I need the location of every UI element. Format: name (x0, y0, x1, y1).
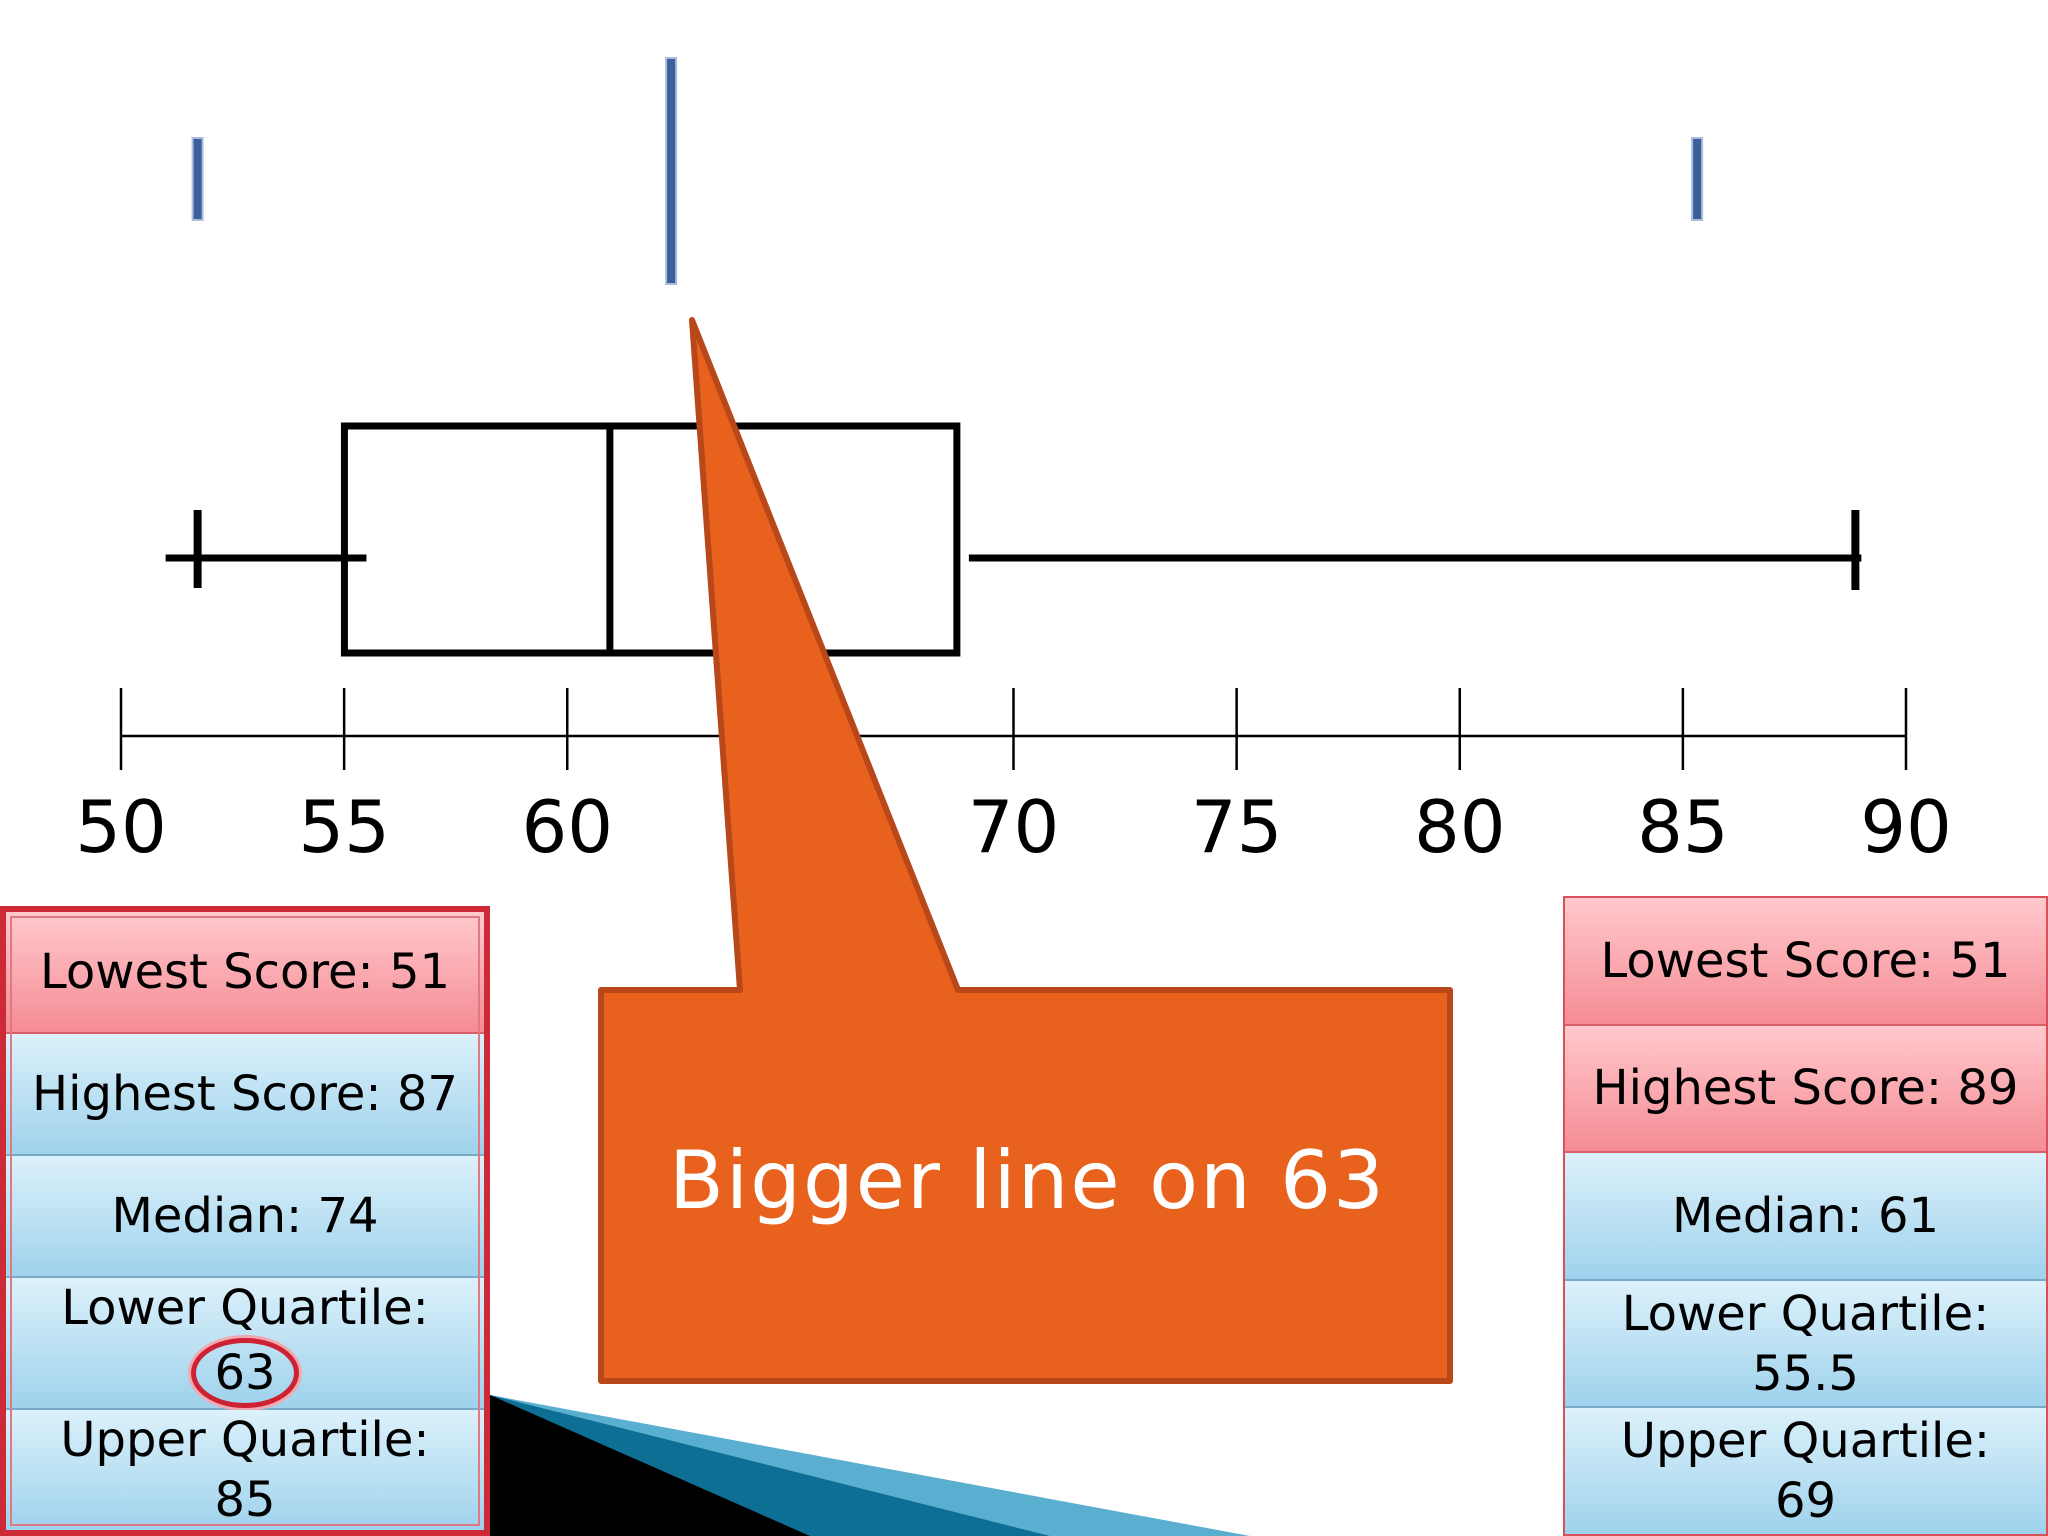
axis-tick-label: 50 (75, 785, 167, 869)
axis-tick-label: 75 (1191, 785, 1283, 869)
marker-line (191, 137, 204, 221)
left-lower-quartile: Lower Quartile: 63 (6, 1278, 484, 1410)
slide-decoration (490, 1395, 1250, 1536)
quartile-box (340, 422, 961, 657)
right-upper-quartile: Upper Quartile: 69 (1565, 1408, 2046, 1534)
axis-tick-label: 70 (968, 785, 1060, 869)
right-highest-score: Highest Score: 89 (1565, 1025, 2046, 1154)
right-stats-panel: Lowest Score: 51 Highest Score: 89 Media… (1563, 896, 2048, 1536)
callout-pointer-box (598, 317, 1453, 1384)
circled-value: 63 (191, 1338, 299, 1408)
axis-tick-label: 90 (1860, 785, 1952, 869)
left-stats-panel: Lowest Score: 51 Highest Score: 87 Media… (0, 906, 490, 1536)
marker-lines (191, 57, 1704, 285)
axis-tick-label: 55 (298, 785, 390, 869)
highlighted-marker-line (665, 57, 678, 285)
left-lowest-score: Lowest Score: 51 (6, 912, 484, 1034)
right-lowest-score: Lowest Score: 51 (1565, 898, 2046, 1026)
right-lower-quartile: Lower Quartile: 55.5 (1565, 1280, 2046, 1409)
marker-line (1691, 137, 1704, 221)
axis-tick-label: 85 (1637, 785, 1729, 869)
number-line-axis: 505560657075808590 (75, 688, 1952, 869)
box-plot (165, 422, 1862, 657)
right-median: Median: 61 (1565, 1153, 2046, 1281)
axis-tick-label: 60 (521, 785, 613, 869)
left-upper-quartile: Upper Quartile: 85 (6, 1410, 484, 1530)
left-median: Median: 74 (6, 1156, 484, 1278)
callout-shape (598, 317, 1453, 1384)
callout-text: Bigger line on 63 (669, 1133, 1386, 1227)
left-highest-score: Highest Score: 87 (6, 1034, 484, 1156)
axis-tick-label: 80 (1414, 785, 1506, 869)
